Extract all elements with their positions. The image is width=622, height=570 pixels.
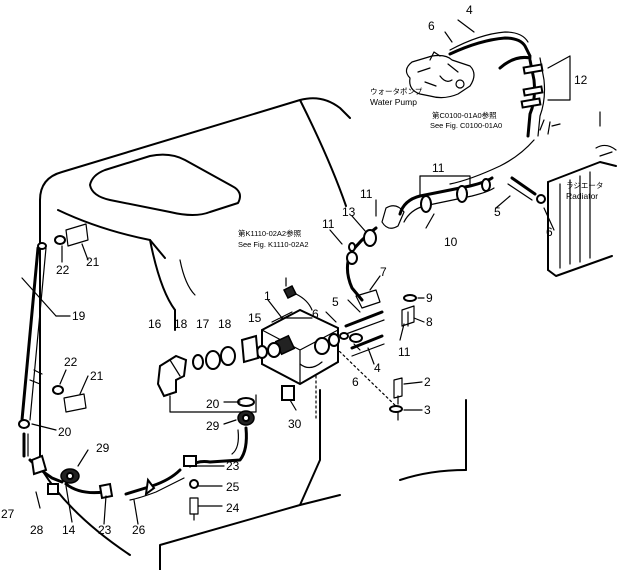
part-label-3: 3 [424,403,431,417]
cab-window [89,153,241,216]
part-label-15: 15 [248,311,262,325]
part-label-5-mid: 5 [332,295,339,309]
part-label-11-d: 11 [398,345,411,359]
part-label-20-mid: 20 [206,397,220,411]
part-label-6-top: 6 [428,19,435,33]
part-label-17: 17 [196,317,210,331]
part-label-25: 25 [226,480,240,494]
cab-outline [39,97,467,570]
part-label-4-top: 4 [466,3,473,17]
part-label-14: 14 [62,523,76,537]
radiator [539,119,617,277]
part-label-12: 12 [574,73,588,87]
nuts [237,332,403,426]
part-label-11-c: 11 [322,217,335,231]
part-label-19: 19 [72,309,86,323]
ref-c0100-label-en: See Fig. C0100-01A0 [430,121,503,130]
part-label-2: 2 [424,375,431,389]
left-tube [18,223,89,458]
radiator-label-jp: ラジエータ [566,181,604,190]
part-label-6-low: 6 [352,375,359,389]
ref-k1110-label-en: See Fig. K1110-02A2 [238,240,309,249]
part-label-26: 26 [132,523,146,537]
part-label-24: 24 [226,501,240,515]
part-label-18-a: 18 [174,317,188,331]
upper-hoses [344,31,546,357]
part-label-21-top: 21 [86,255,100,269]
leader-lines [285,277,401,421]
lower-hoses [28,426,248,521]
label-leaders [21,19,601,525]
part-label-6-mid: 6 [312,307,319,321]
part-label-8: 8 [426,315,433,329]
part-label-5-top: 5 [494,205,501,219]
water-pump [405,51,475,99]
part-label-9: 9 [426,291,433,305]
part-label-27: 27 [1,507,15,521]
part-label-11-a: 11 [432,161,445,175]
part-label-6-right: 6 [546,225,553,239]
ref-k1110-label-jp: 第K1110-02A2参照 [238,229,302,238]
part-label-20-left: 20 [58,425,72,439]
part-label-22-low: 22 [64,355,78,369]
heater-unit [256,284,340,386]
part-label-29-mid: 29 [206,419,220,433]
radiator-label-en: Radiator [566,191,599,201]
part-label-18-b: 18 [218,317,232,331]
part-label-21-low: 21 [90,369,104,383]
part-label-7: 7 [380,265,387,279]
part-label-1: 1 [264,289,271,303]
part-label-23-right: 23 [226,459,240,473]
part-label-28: 28 [30,523,44,537]
part-label-22-top: 22 [56,263,70,277]
water-pump-label-en: Water Pump [370,97,417,107]
part-label-30: 30 [288,417,302,431]
part-label-4-low: 4 [374,361,381,375]
ref-c0100-label-jp: 第C0100-01A0参照 [432,111,497,120]
valve-parts [156,334,260,398]
part-label-16: 16 [148,317,162,331]
water-pump-label-jp: ウォータポンプ [370,87,423,96]
part-label-23-low: 23 [98,523,112,537]
part-label-10: 10 [444,235,458,249]
part-label-13: 13 [342,205,356,219]
part-label-29-left: 29 [96,441,110,455]
bracket-line [169,394,257,413]
cab-inner-edge [179,259,196,296]
part-label-11-b: 11 [360,187,373,201]
